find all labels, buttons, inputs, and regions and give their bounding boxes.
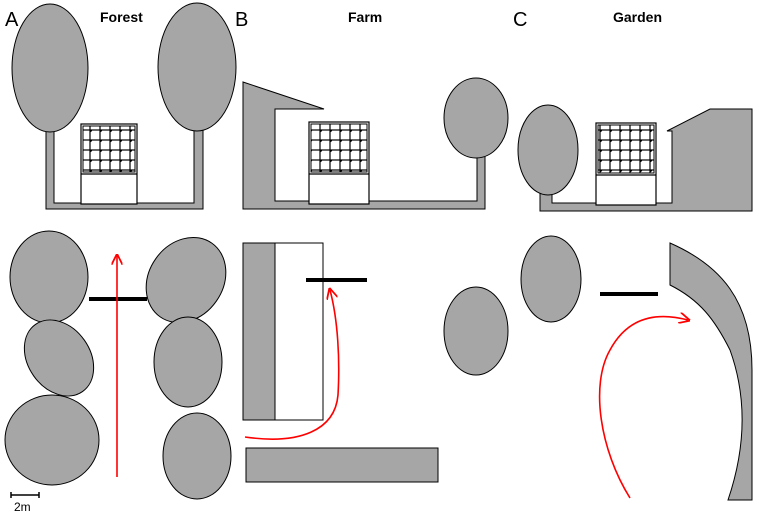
forest-tree-right-canopy (157, 2, 237, 132)
forest-tree-plan-1 (9, 230, 89, 324)
forest-side-view (11, 2, 237, 210)
panel-b-title: Farm (348, 9, 382, 25)
farm-route-arrow (244, 290, 340, 440)
garden-building-plan (669, 242, 753, 501)
garden-camera-trap-stand (595, 122, 657, 206)
forest-tree-plan-5 (153, 316, 223, 408)
forest-camera-trap-stand (80, 123, 138, 205)
panel-c-title: Garden (613, 9, 662, 25)
forest-tree-plan-3 (4, 394, 100, 486)
farm-building-roof-shade (242, 242, 276, 421)
forest-tree-plan-6 (162, 412, 232, 500)
farm-plan-view (242, 242, 439, 483)
farm-trough-block (245, 447, 439, 483)
panel-c-letter: C (513, 9, 527, 31)
garden-shrub-plan-1 (520, 235, 582, 323)
garden-ground-profile (539, 108, 753, 212)
forest-tree-plan-4 (145, 236, 227, 324)
panel-b-letter: B (235, 9, 248, 31)
farm-building-profile (242, 81, 486, 210)
forest-plan-view (4, 230, 232, 500)
forest-tree-plan-2 (23, 319, 95, 397)
garden-plan-view (443, 235, 753, 501)
garden-route-arrow (598, 317, 688, 499)
scale-bar: 2m (10, 492, 40, 514)
garden-side-view (517, 104, 753, 212)
farm-side-view (242, 77, 509, 210)
garden-shrub-plan-2 (443, 286, 509, 376)
scale-bar-label: 2m (14, 500, 31, 514)
farm-tree-canopy (443, 77, 509, 159)
panel-a-title: Forest (100, 9, 143, 25)
forest-tree-left-canopy (11, 3, 89, 133)
garden-shrub-canopy (517, 104, 579, 196)
panel-a-letter: A (5, 9, 19, 31)
farm-camera-trap-stand (308, 121, 370, 205)
